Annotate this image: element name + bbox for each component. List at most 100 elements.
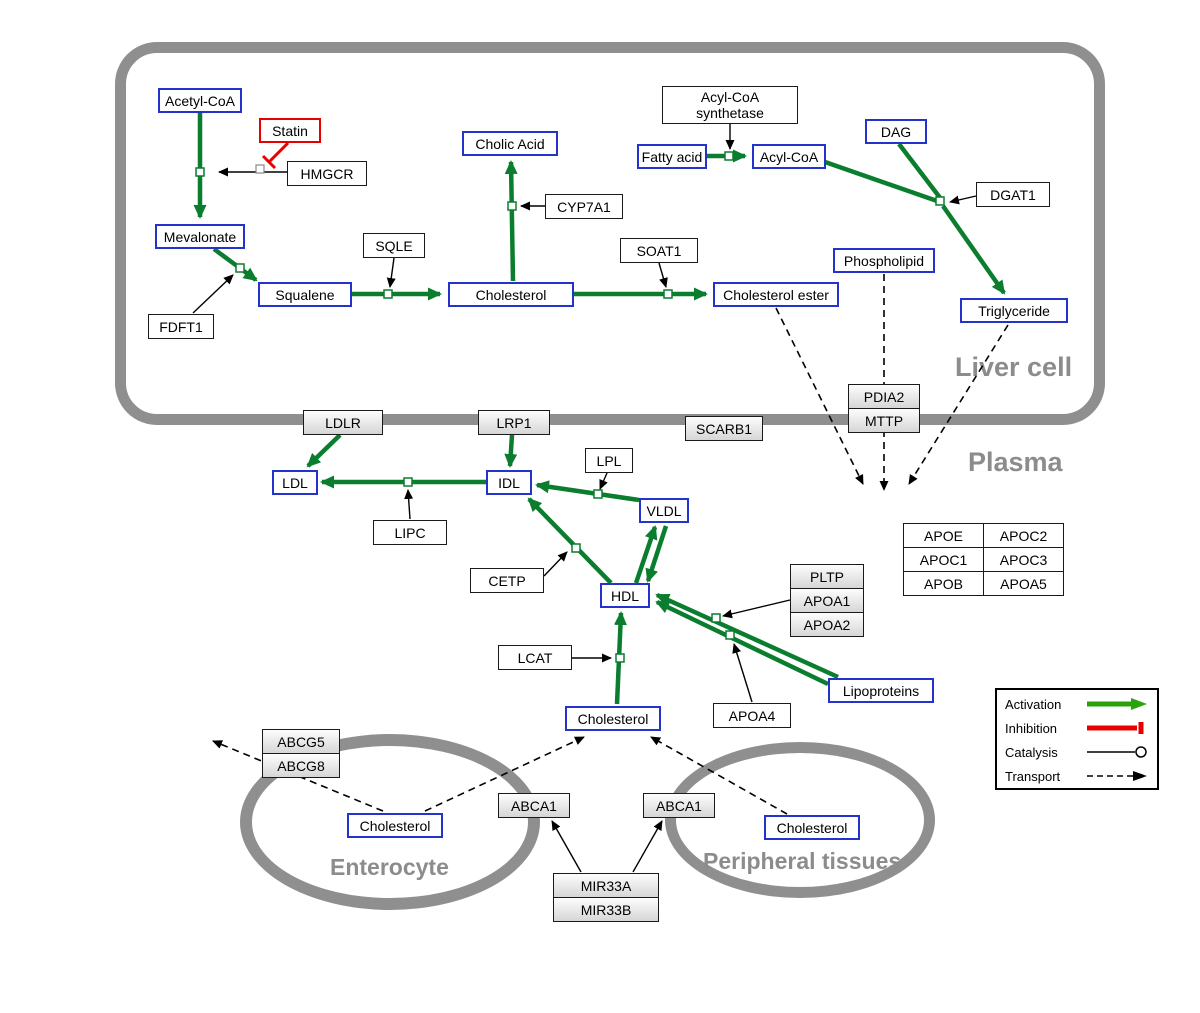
node-scarb1[interactable]: SCARB1 [685, 416, 763, 441]
node-cholesterol-liver[interactable]: Cholesterol [448, 282, 574, 307]
node-lipoproteins[interactable]: Lipoproteins [828, 678, 934, 703]
node-sqle[interactable]: SQLE [363, 233, 425, 258]
node-apoa5[interactable]: APOA5 [983, 571, 1064, 596]
statin-tbar [261, 154, 277, 170]
node-apoa1[interactable]: APOA1 [790, 588, 864, 613]
node-mir33b[interactable]: MIR33B [553, 897, 659, 922]
node-soat1[interactable]: SOAT1 [620, 238, 698, 263]
node-acyl-coa[interactable]: Acyl-CoA [752, 144, 826, 169]
node-cholic-acid[interactable]: Cholic Acid [462, 131, 558, 156]
node-label: LRP1 [496, 414, 532, 431]
node-label: VLDL [646, 502, 682, 519]
legend-inhibition-label: Inhibition [1005, 720, 1058, 736]
node-ldl[interactable]: LDL [272, 470, 318, 495]
node-cyp7a1[interactable]: CYP7A1 [545, 194, 623, 219]
node-dag[interactable]: DAG [865, 119, 927, 144]
node-label: LCAT [517, 649, 553, 666]
node-abca1-left[interactable]: ABCA1 [498, 793, 570, 818]
node-fdft1[interactable]: FDFT1 [148, 314, 214, 339]
node-label: Acyl-CoA synthetase [696, 89, 764, 121]
node-label: APOC1 [919, 551, 968, 568]
node-cholesterol-ester[interactable]: Cholesterol ester [713, 282, 839, 307]
node-label: Cholic Acid [475, 135, 545, 152]
node-fatty-acid[interactable]: Fatty acid [637, 144, 707, 169]
edge-enterocyte-abcg-transport [212, 740, 384, 812]
node-acetyl-coa[interactable]: Acetyl-CoA [158, 88, 242, 113]
node-apoc1[interactable]: APOC1 [903, 547, 984, 572]
node-apob[interactable]: APOB [903, 571, 984, 596]
node-label: Statin [272, 122, 308, 139]
node-mir33a[interactable]: MIR33A [553, 873, 659, 898]
legend: Activation Inhibition Catalysis Transpor… [995, 688, 1159, 790]
legend-row-activation: Activation [997, 692, 1157, 716]
node-label: ABCG8 [277, 757, 325, 774]
anchor-node [507, 201, 517, 211]
node-abca1-right[interactable]: ABCA1 [643, 793, 715, 818]
node-apoa2[interactable]: APOA2 [790, 612, 864, 637]
node-label: Mevalonate [163, 228, 237, 245]
node-pdia2[interactable]: PDIA2 [848, 384, 920, 409]
edge-lipc-catalysis [404, 489, 414, 520]
catalysis-circle-icon [1087, 746, 1147, 758]
node-lrp1[interactable]: LRP1 [478, 410, 550, 435]
liver-cell-compartment [115, 42, 1105, 425]
node-label: HMGCR [300, 165, 354, 182]
node-label: FDFT1 [159, 318, 203, 335]
edge-cholesterol-cholicacid [504, 160, 518, 282]
node-lcat[interactable]: LCAT [498, 645, 572, 670]
node-triglyceride[interactable]: Triglyceride [960, 298, 1068, 323]
node-hmgcr[interactable]: HMGCR [287, 161, 367, 186]
node-cholesterol-enterocyte[interactable]: Cholesterol [347, 813, 443, 838]
node-label: Triglyceride [978, 302, 1050, 319]
node-apoe[interactable]: APOE [903, 523, 984, 548]
node-apoa4[interactable]: APOA4 [713, 703, 791, 728]
node-label: Acetyl-CoA [164, 92, 236, 109]
node-label: ABCA1 [511, 797, 557, 814]
node-apoc2[interactable]: APOC2 [983, 523, 1064, 548]
node-pltp[interactable]: PLTP [790, 564, 864, 589]
legend-row-inhibition: Inhibition [997, 716, 1157, 740]
node-cholesterol-plasma[interactable]: Cholesterol [565, 706, 661, 731]
edge-soat1-catalysis [658, 262, 668, 288]
node-cetp[interactable]: CETP [470, 568, 544, 593]
node-cholesterol-peripheral[interactable]: Cholesterol [764, 815, 860, 840]
node-label: CETP [488, 572, 526, 589]
anchor-node [615, 653, 625, 663]
node-acyl-coa-synthetase[interactable]: Acyl-CoA synthetase [662, 86, 798, 124]
activation-arrow-icon [1087, 698, 1147, 710]
node-label: LDL [282, 474, 308, 491]
node-statin[interactable]: Statin [259, 118, 321, 143]
node-ldlr[interactable]: LDLR [303, 410, 383, 435]
node-lpl[interactable]: LPL [585, 448, 633, 473]
edge-cholesterolester-transport [775, 307, 864, 485]
anchor-node [383, 289, 393, 299]
edge-ldlr-ldl [306, 433, 342, 468]
edge-anchor-nodes [195, 151, 945, 663]
node-vldl[interactable]: VLDL [639, 498, 689, 523]
node-label: APOC2 [999, 527, 1048, 544]
node-hdl[interactable]: HDL [600, 583, 650, 608]
node-lipc[interactable]: LIPC [373, 520, 447, 545]
node-label: LDLR [325, 414, 361, 431]
node-phospholipid[interactable]: Phospholipid [833, 248, 935, 273]
node-dgat1[interactable]: DGAT1 [976, 182, 1050, 207]
edge-cetp-catalysis [543, 551, 568, 577]
node-label: Cholesterol [475, 286, 547, 303]
node-idl[interactable]: IDL [486, 470, 532, 495]
edge-hdl-idl [527, 497, 613, 585]
node-label: Phospholipid [843, 252, 925, 269]
node-label: DGAT1 [990, 186, 1036, 203]
node-mttp[interactable]: MTTP [848, 408, 920, 433]
node-abcg8[interactable]: ABCG8 [262, 753, 340, 778]
anchor-node [724, 151, 734, 161]
node-mevalonate[interactable]: Mevalonate [155, 224, 245, 249]
edge-hdl-vldl [633, 525, 658, 584]
anchor-node [711, 613, 721, 623]
node-squalene[interactable]: Squalene [258, 282, 352, 307]
node-label: APOB [924, 575, 963, 592]
node-abcg5[interactable]: ABCG5 [262, 729, 340, 754]
node-apoc3[interactable]: APOC3 [983, 547, 1064, 572]
inhibition-tbar-icon [1087, 722, 1144, 734]
node-label: APOE [924, 527, 963, 544]
